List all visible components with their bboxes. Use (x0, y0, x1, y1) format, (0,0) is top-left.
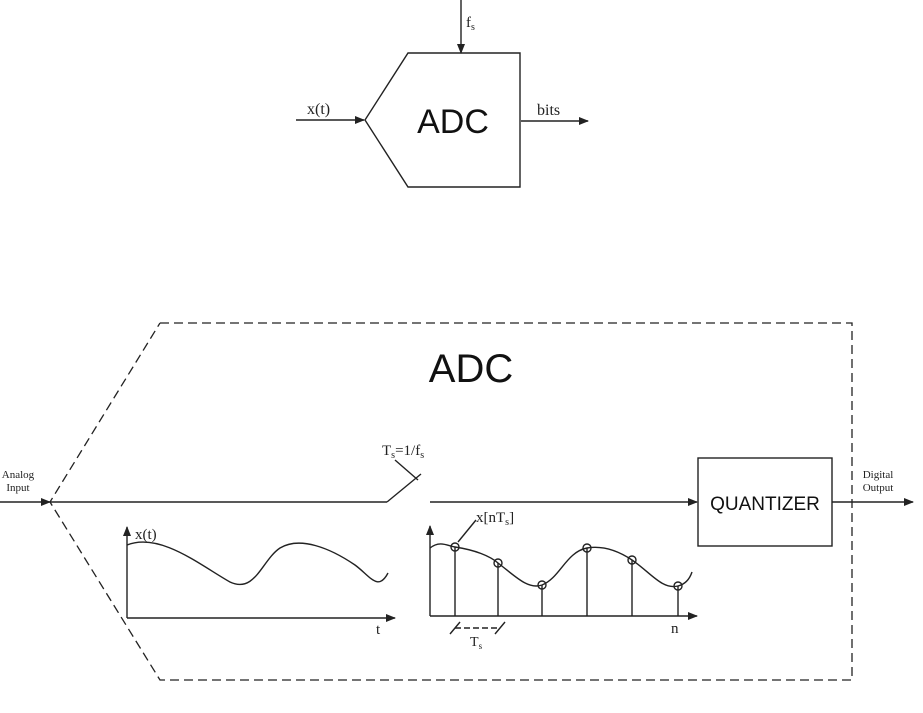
sample-point (537, 580, 547, 590)
continuous-signal-plot: x(t) t (123, 526, 396, 638)
period-label: Ts (470, 635, 483, 651)
adc-block-label: ADC (417, 103, 489, 141)
period-tick-right (494, 621, 506, 635)
digital-output-label-line1: Digital (863, 469, 894, 481)
clock-label: fs (466, 15, 475, 33)
plot-left-y-label: x(t) (135, 527, 157, 543)
sampled-envelope (429, 543, 693, 588)
input-label: x(t) (307, 101, 330, 118)
detail-adc: ADC Analog Input Ts=1/fs QUANTIZER Digit… (0, 322, 914, 681)
sample-label-pointer (457, 519, 477, 543)
detail-title: ADC (429, 347, 513, 391)
sample-point (673, 581, 683, 591)
adc-block-shape (364, 52, 521, 188)
sampling-period-label: Ts=1/fs (382, 443, 424, 461)
dashed-enclosure (49, 322, 853, 681)
sample-label: x[nTs] (476, 510, 514, 528)
sampling-switch-cross (394, 459, 419, 481)
top-adc-block: fs ADC x(t) bits (296, 0, 589, 188)
quantizer-label: QUANTIZER (710, 494, 820, 515)
analog-input-label-line1: Analog (2, 469, 35, 481)
sample-point (627, 555, 637, 565)
plot-left-x-label: t (376, 622, 381, 638)
output-label: bits (537, 102, 560, 119)
analog-waveform (126, 541, 389, 585)
sample-point (493, 558, 503, 568)
sample-point (582, 543, 592, 553)
digital-output-label-line2: Output (863, 482, 894, 494)
sampled-signal-plot: x[nTs] n Ts (426, 510, 698, 651)
analog-input-label-line2: Input (6, 482, 29, 494)
plot-right-x-label: n (671, 621, 679, 637)
sampling-switch-arm (386, 473, 422, 503)
sample-point (450, 542, 460, 552)
